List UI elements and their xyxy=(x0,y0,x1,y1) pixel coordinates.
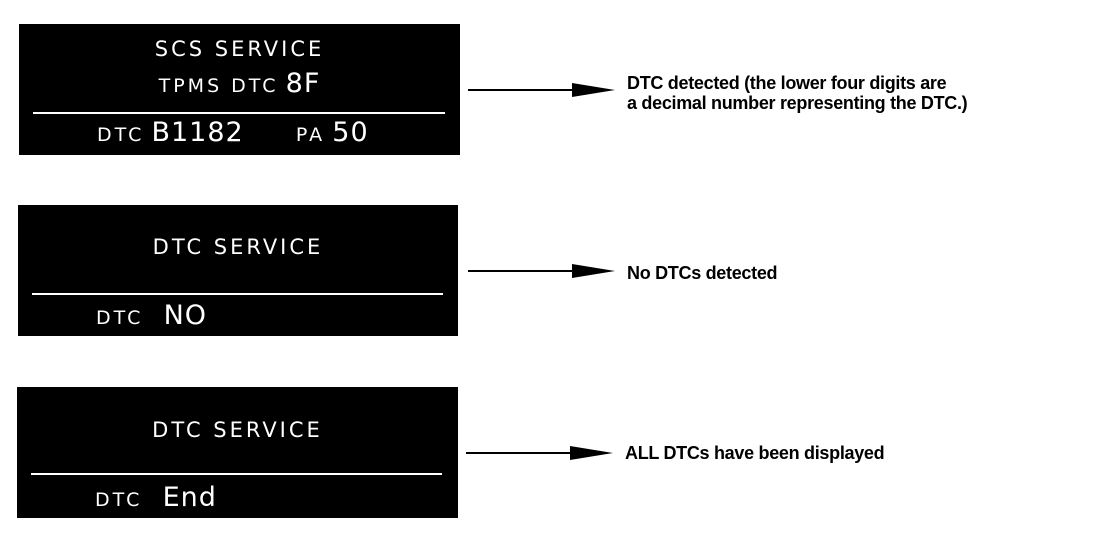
arrow-right-icon xyxy=(468,264,615,278)
callout-no-dtc: No DTCs detected xyxy=(627,263,778,283)
display-dtc-readout: DTC NO xyxy=(96,300,207,331)
display-panel-dtc-end: DTC SERVICE DTC End xyxy=(17,387,458,518)
dtc-label: DTC xyxy=(96,307,144,329)
callout-dtc-detected: DTC detected (the lower four digits are … xyxy=(627,73,968,113)
display-subtitle: TPMS DTC 8F xyxy=(19,68,460,99)
callout-line: a decimal number representing the DTC.) xyxy=(627,93,968,113)
arrow-right-icon xyxy=(468,83,615,97)
display-subtitle-prefix: TPMS DTC xyxy=(158,75,279,97)
callout-line: ALL DTCs have been displayed xyxy=(625,443,885,463)
callout-line: No DTCs detected xyxy=(627,263,778,283)
display-subtitle-code: 8F xyxy=(285,68,321,99)
dtc-label: DTC xyxy=(95,489,143,511)
pa-value: 50 xyxy=(332,117,369,148)
display-dtc-readout: DTC End xyxy=(95,482,217,513)
dtc-code: B1182 xyxy=(151,117,244,148)
display-divider xyxy=(32,293,443,295)
arrow-right-icon xyxy=(466,446,613,460)
display-divider xyxy=(33,112,445,114)
display-panel-no-dtc: DTC SERVICE DTC NO xyxy=(18,205,458,336)
display-title: DTC SERVICE xyxy=(152,418,323,442)
dtc-status: End xyxy=(162,482,217,513)
display-divider xyxy=(31,473,442,475)
dtc-status: NO xyxy=(163,300,208,331)
callout-line: DTC detected (the lower four digits are xyxy=(627,73,947,93)
callout-all-displayed: ALL DTCs have been displayed xyxy=(625,443,885,463)
display-dtc-readout: DTC B1182 PA 50 xyxy=(97,117,369,148)
dtc-label: DTC xyxy=(97,124,145,146)
pa-label: PA xyxy=(295,124,326,146)
display-title: SCS SERVICE xyxy=(154,37,325,61)
display-panel-dtc-detected: SCS SERVICE TPMS DTC 8F DTC B1182 PA 50 xyxy=(19,24,460,155)
display-title: DTC SERVICE xyxy=(152,235,324,259)
